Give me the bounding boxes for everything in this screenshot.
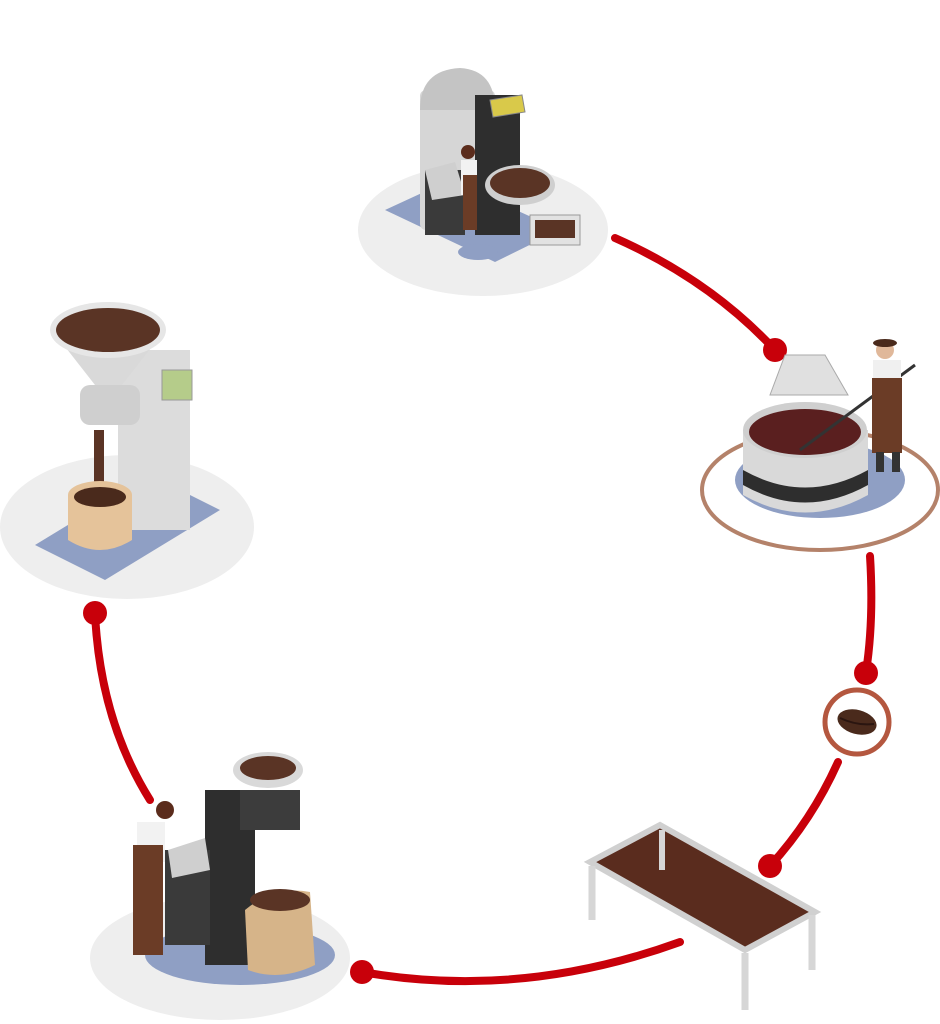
connector-dot [758,854,782,878]
connector-bean-to-table [766,758,842,870]
connector-dot [763,338,787,362]
cooling-tray-icon [700,339,940,552]
connector-grinder-to-packager [91,609,154,804]
grinder-machine-icon [90,752,350,1020]
connector-cooler-to-bean [862,552,876,676]
connector-table-to-grinder [358,938,684,986]
sorting-table-icon [583,821,822,1010]
connectors [91,234,876,986]
connector-dot [854,661,878,685]
connector-dot [83,601,107,625]
coffee-bean-icon [822,687,892,757]
connector-roaster-to-cooler [611,234,779,354]
packaging-machine-icon [0,302,254,599]
connector-dot [350,960,374,984]
roaster-machine-icon [358,68,608,296]
